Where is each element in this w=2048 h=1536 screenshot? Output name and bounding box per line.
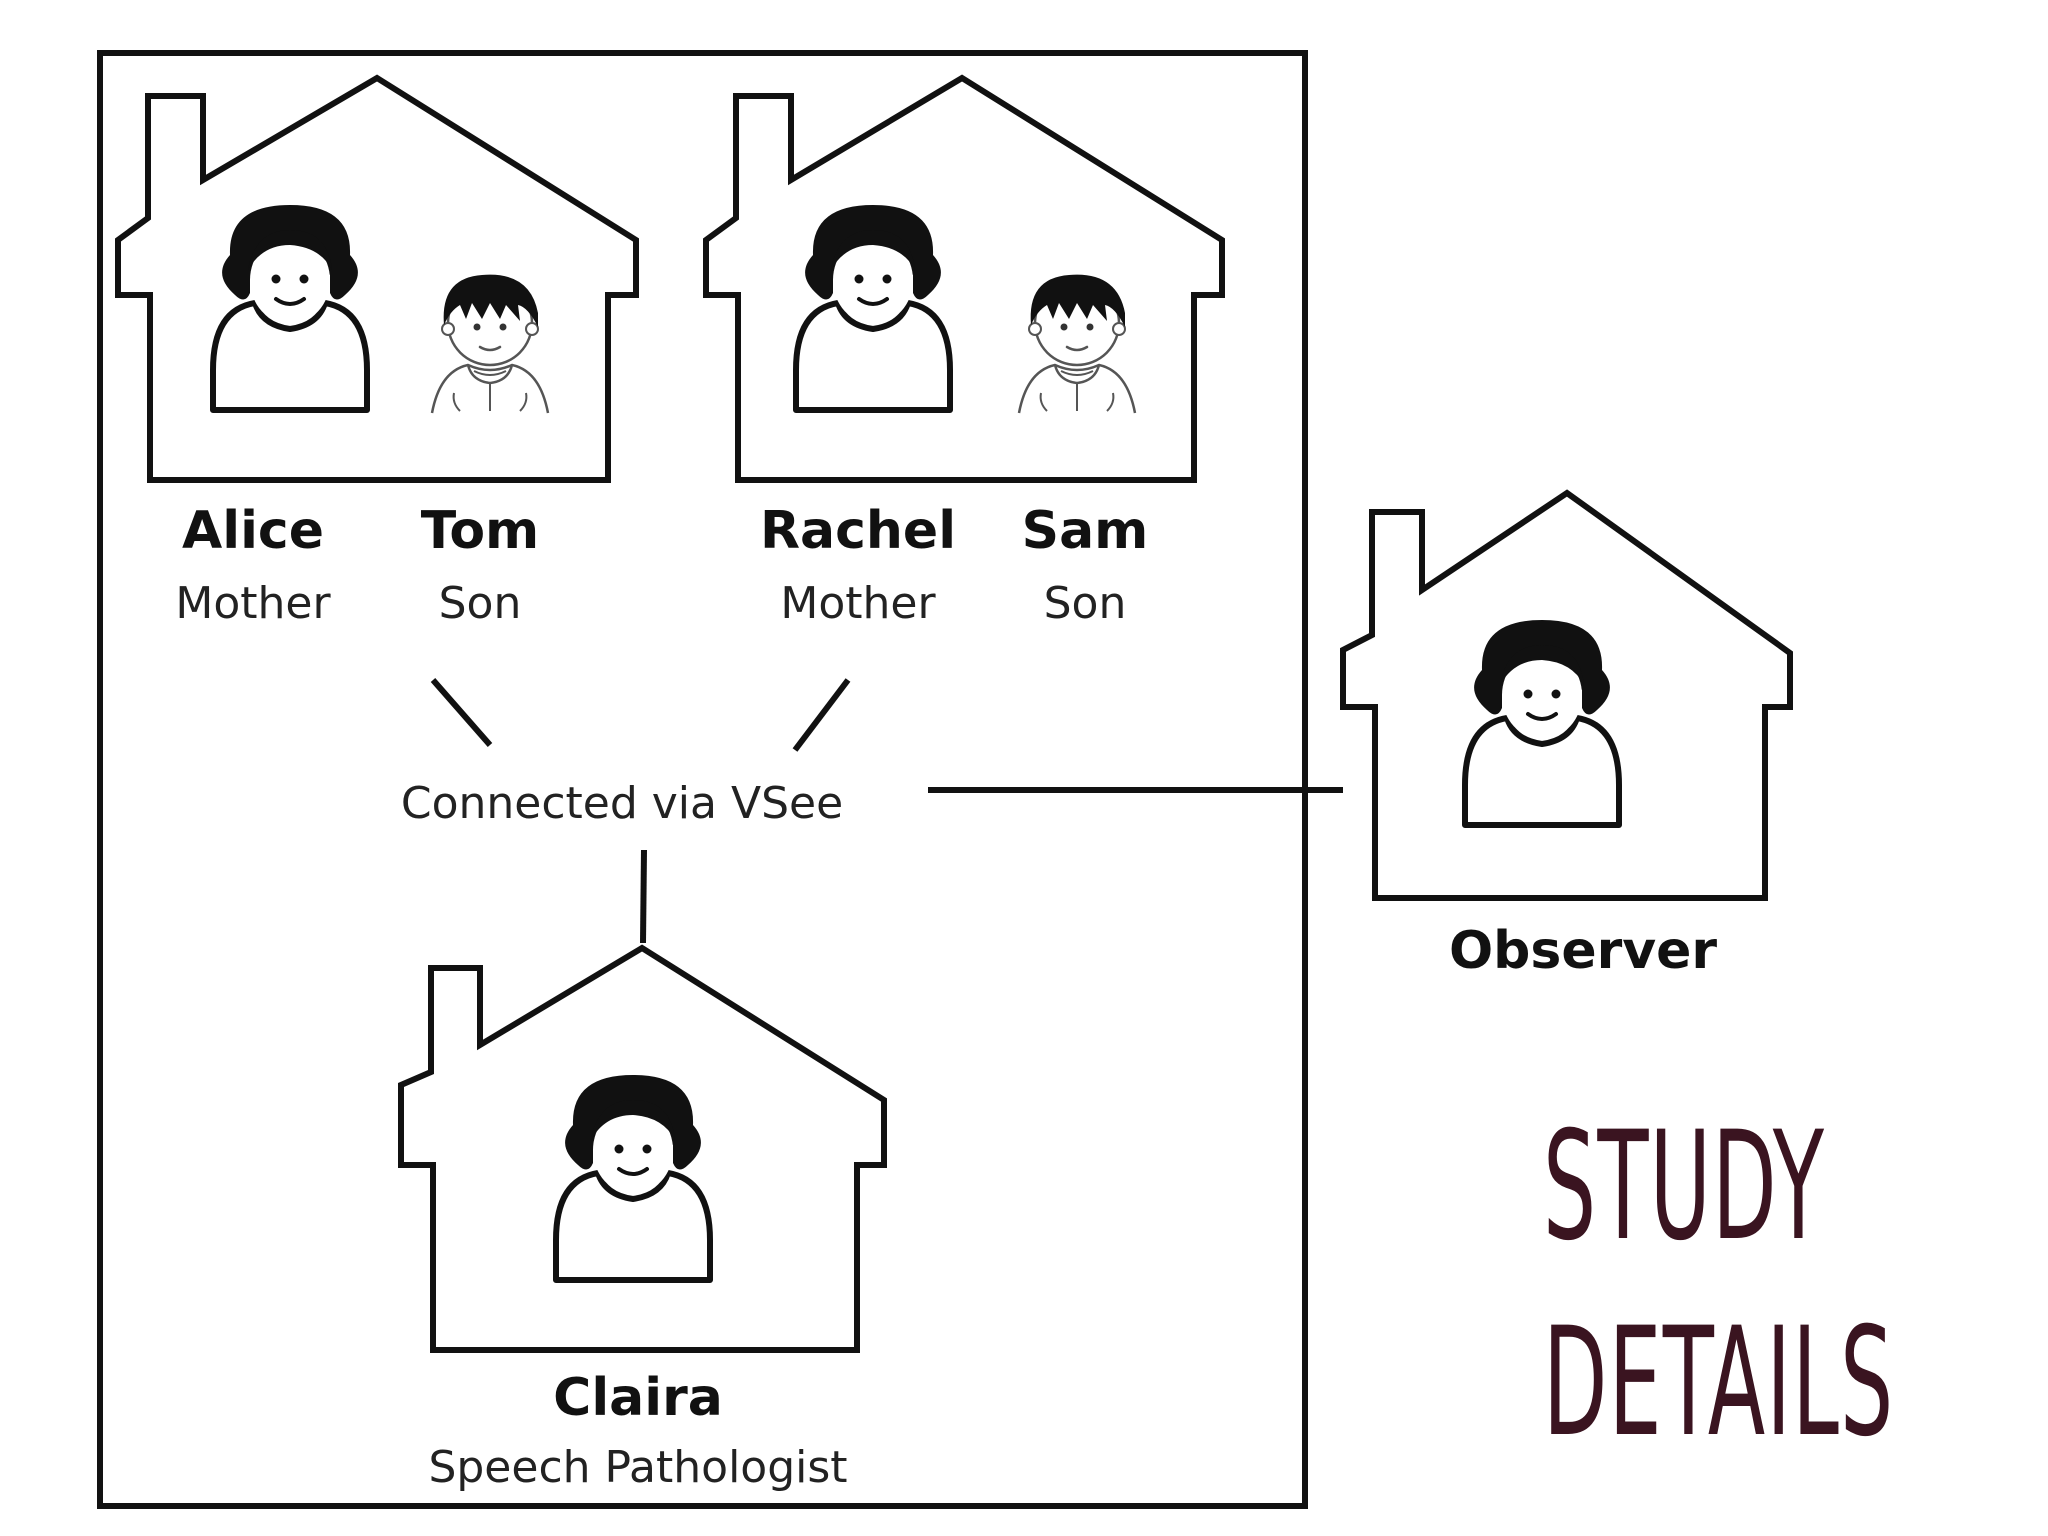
rachel-role: Mother — [780, 578, 936, 629]
house-claira — [398, 944, 887, 1353]
observer-name: Observer — [1449, 921, 1717, 981]
house-alice-tom — [115, 74, 639, 483]
rachel-name: Rachel — [760, 501, 956, 561]
connection-label: Connected via VSee — [401, 778, 843, 829]
alice-role: Mother — [175, 578, 331, 629]
sam-role: Son — [1044, 578, 1127, 629]
tom-figure — [430, 273, 550, 415]
claira-role: Speech Pathologist — [428, 1442, 847, 1493]
title-line-1: Study — [1543, 1100, 1826, 1274]
alice-name: Alice — [182, 501, 324, 561]
connector-rachel-sam — [792, 678, 851, 752]
alice-figure — [213, 205, 367, 410]
tom-name: Tom — [421, 501, 539, 561]
tom-role: Son — [439, 578, 522, 629]
sam-figure — [1017, 273, 1137, 415]
claira-name: Claira — [553, 1368, 723, 1428]
observer-figure — [1465, 620, 1619, 825]
connector-claira — [640, 849, 647, 944]
claira-figure — [556, 1075, 710, 1280]
sam-name: Sam — [1022, 501, 1149, 561]
house-rachel-sam — [703, 74, 1225, 483]
study-frame — [97, 50, 1308, 1509]
title-line-2: Details — [1543, 1296, 1895, 1470]
connector-alice-tom — [430, 678, 493, 747]
rachel-figure — [796, 205, 950, 410]
house-observer — [1340, 489, 1793, 901]
